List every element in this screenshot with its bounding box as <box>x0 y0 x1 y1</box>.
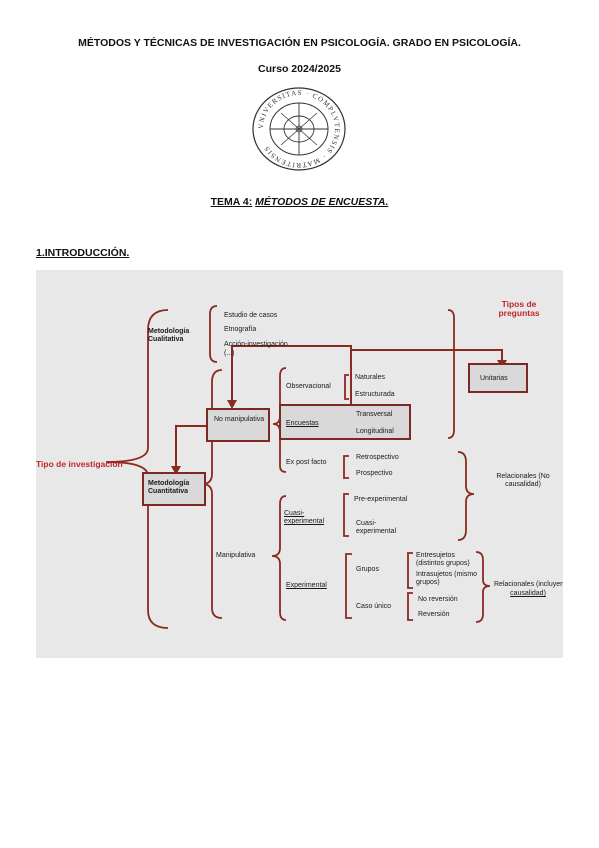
label-estructurada: Estructurada <box>355 391 395 398</box>
label-relacionales-si-2: causalidad) <box>510 590 546 597</box>
label-grupos: Grupos <box>356 566 379 573</box>
topic-title: MÉTODOS DE ENCUESTA. <box>255 196 389 208</box>
bracket-caso-unico <box>407 592 413 621</box>
label-intrasujetos: Intrasujetos (mismo grupos) <box>416 571 478 586</box>
label-relacionales-si-1: Relacionales (incluyendo <box>494 581 563 588</box>
course-year: Curso 2024/2025 <box>258 63 341 75</box>
label-no-reversion: No reversión <box>418 596 458 603</box>
item-estudio-casos: Estudio de casos <box>224 312 278 319</box>
label-tipos-preguntas: Tipos de preguntas <box>498 299 540 318</box>
item-etc: (...) <box>224 350 235 357</box>
label-longitudinal: Longitudinal <box>356 428 394 435</box>
arrow-to-no-manipulativa <box>231 345 352 402</box>
arrow-to-cuantitativa <box>175 425 206 468</box>
label-pre-experimental: Pre-experimental <box>354 496 408 503</box>
topic-prefix: TEMA 4: <box>210 196 253 208</box>
research-methods-diagram: Tipo de investigación Tipos de preguntas… <box>36 270 563 658</box>
arrowhead-no-manipulativa <box>227 400 237 409</box>
bracket-cuasi <box>343 493 349 537</box>
item-accion-investigacion: Acción-investigación <box>224 341 288 348</box>
bracket-tipo-investigacion <box>105 309 169 629</box>
document-title: MÉTODOS Y TÉCNICAS DE INVESTIGACIÓN EN P… <box>78 37 521 49</box>
label-prospectivo: Prospectivo <box>356 470 393 477</box>
label-entresujetos: Entresujetos (distintos grupos) <box>416 552 470 567</box>
label-naturales: Naturales <box>355 374 385 381</box>
label-experimental: Experimental <box>286 582 327 589</box>
label-encuestas: Encuestas <box>286 420 319 427</box>
arrowhead-cuantitativa <box>171 466 181 475</box>
label-retrospectivo: Retrospectivo <box>356 454 399 461</box>
box-encuestas <box>279 404 411 440</box>
item-etnografia: Etnografía <box>224 326 257 333</box>
box-cuantitativa: Metodología Cuantitativa <box>142 472 206 506</box>
section-heading: 1.INTRODUCCIÓN. <box>36 247 130 259</box>
box-no-manipulativa: No manipulativa <box>206 408 270 442</box>
bracket-relacionales-si <box>475 551 491 623</box>
box-unitarias: Unitarias <box>468 363 528 393</box>
bracket-observacional <box>344 374 349 400</box>
bracket-no-manipulativa <box>272 367 287 473</box>
topic-heading: TEMA 4: MÉTODOS DE ENCUESTA. <box>0 196 599 208</box>
bracket-experimental <box>345 553 352 619</box>
bracket-tipos-preguntas <box>447 309 455 439</box>
label-unitarias: Unitarias <box>480 375 508 382</box>
label-cuantitativa: Metodología Cuantitativa <box>148 480 190 495</box>
label-ex-post-facto: Ex post facto <box>286 459 327 466</box>
label-manipulativa: Manipulativa <box>216 552 256 559</box>
bracket-ex-post-facto <box>343 455 349 479</box>
bracket-manipulativa <box>271 495 287 621</box>
label-reversion: Reversión <box>418 611 450 618</box>
label-tipo-investigacion: Tipo de investigación <box>36 459 123 469</box>
label-relacionales-no: Relacionales (No causalidad) <box>496 473 550 488</box>
bracket-grupos <box>407 552 413 589</box>
label-caso-unico: Caso único <box>356 603 392 610</box>
label-observacional: Observacional <box>286 383 331 390</box>
seal-emblem-icon: VNIVERSITAS · COMPLVTENSIS · MATRITENSIS <box>252 87 346 171</box>
diagram-connectors <box>105 305 507 629</box>
label-cuasi-exp-item: Cuasi-experimental <box>356 520 397 535</box>
bracket-relacionales-no <box>457 451 475 541</box>
label-cuasi-experimental: Cuasi-experimental <box>284 510 325 525</box>
arrow-to-unitarias <box>351 349 503 362</box>
label-cualitativa: Metodología Cualitativa <box>148 328 190 343</box>
bracket-cualitativa <box>209 305 218 363</box>
university-seal: VNIVERSITAS · COMPLVTENSIS · MATRITENSIS <box>251 86 347 172</box>
label-transversal: Transversal <box>356 411 393 418</box>
label-no-manipulativa: No manipulativa <box>214 416 265 423</box>
